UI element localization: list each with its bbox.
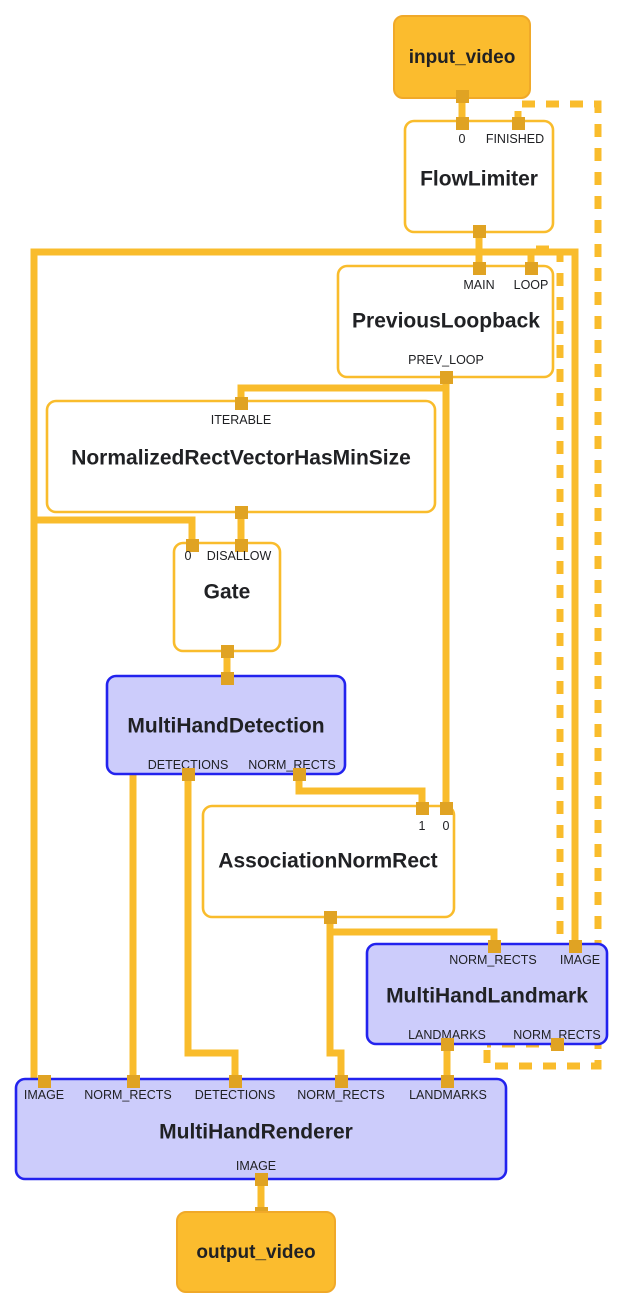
multihanddetection-output-port-detections[interactable]: [182, 768, 195, 781]
node-multihandlandmark[interactable]: NORM_RECTS IMAGE MultiHandLandmark LANDM…: [365, 940, 609, 1051]
multihandrenderer-output-port-image[interactable]: [255, 1173, 268, 1186]
multihanddetection-input-port[interactable]: [221, 672, 234, 685]
multihandlandmark-port-label-normrects-out: NORM_RECTS: [513, 1028, 601, 1042]
output-video-box[interactable]: [176, 1211, 336, 1293]
associationnormrect-output-port[interactable]: [324, 911, 337, 924]
edge-landmark-normrects-to-flowlimiter-finished: [483, 100, 602, 1070]
gate-output-port[interactable]: [221, 645, 234, 658]
flowlimiter-input-port-0[interactable]: [456, 117, 469, 130]
edge-assoc-out-to-renderer-normrects: [326, 920, 345, 1082]
previousloopback-input-port-main[interactable]: [473, 262, 486, 275]
edge-prevloopback-to-minsize-iterable: [237, 375, 450, 404]
multihandrenderer-input-port-landmarks[interactable]: [441, 1075, 454, 1088]
multihandrenderer-port-label-image: IMAGE: [24, 1088, 64, 1102]
multihandlandmark-port-label-image: IMAGE: [560, 953, 600, 967]
multihanddetection-output-port-normrects[interactable]: [293, 768, 306, 781]
gate-input-port-disallow[interactable]: [235, 539, 248, 552]
multihanddetection-port-label-normrects: NORM_RECTS: [248, 758, 336, 772]
output-video-label: output_video: [196, 1242, 315, 1263]
multihandrenderer-input-port-normrects-1[interactable]: [127, 1075, 140, 1088]
input-video-output-port[interactable]: [456, 90, 469, 103]
multihandrenderer-input-port-normrects-2[interactable]: [335, 1075, 348, 1088]
minsize-output-port[interactable]: [235, 506, 248, 519]
multihandlandmark-box[interactable]: [365, 942, 609, 1046]
multihandlandmark-output-port-landmarks[interactable]: [441, 1038, 454, 1051]
edge-detection-normrects-to-assoc-in1: [295, 772, 426, 809]
minsize-input-port-iterable[interactable]: [235, 397, 248, 410]
multihandrenderer-input-port-detections[interactable]: [229, 1075, 242, 1088]
previousloopback-port-label-loop: LOOP: [514, 278, 549, 292]
previousloopback-port-label-main: MAIN: [463, 278, 494, 292]
node-normalizedrectvectorhasminsize[interactable]: ITERABLE NormalizedRectVectorHasMinSize: [45, 397, 437, 519]
multihandlandmark-port-label-landmarks: LANDMARKS: [408, 1028, 486, 1042]
associationnormrect-input-port-0[interactable]: [440, 802, 453, 815]
associationnormrect-input-port-1[interactable]: [416, 802, 429, 815]
multihanddetection-port-label-detections: DETECTIONS: [148, 758, 229, 772]
flowlimiter-port-label-finished: FINISHED: [486, 132, 544, 146]
node-flowlimiter[interactable]: 0 FINISHED FlowLimiter: [403, 117, 555, 238]
flowlimiter-output-port[interactable]: [473, 225, 486, 238]
flowlimiter-port-label-0: 0: [459, 132, 466, 146]
minsize-label: NormalizedRectVectorHasMinSize: [71, 447, 411, 470]
node-output-video[interactable]: output_video: [176, 1207, 336, 1293]
multihandlandmark-output-port-normrects[interactable]: [551, 1038, 564, 1051]
multihandrenderer-port-label-landmarks: LANDMARKS: [409, 1088, 487, 1102]
multihanddetection-label: MultiHandDetection: [127, 715, 324, 738]
multihandrenderer-input-port-image[interactable]: [38, 1075, 51, 1088]
gate-port-label-0: 0: [185, 549, 192, 563]
associationnormrect-port-label-1: 1: [419, 819, 426, 833]
flowlimiter-label: FlowLimiter: [420, 168, 538, 191]
multihandrenderer-label: MultiHandRenderer: [159, 1121, 353, 1144]
edge-detections-to-renderer: [184, 772, 239, 1082]
node-multihandrenderer[interactable]: IMAGE NORM_RECTS DETECTIONS NORM_RECTS L…: [14, 1075, 508, 1186]
multihandlandmark-input-port-normrects[interactable]: [488, 940, 501, 953]
flowlimiter-input-port-finished[interactable]: [512, 117, 525, 130]
previousloopback-label: PreviousLoopback: [352, 310, 540, 333]
node-multihanddetection[interactable]: MultiHandDetection DETECTIONS NORM_RECTS: [105, 672, 347, 781]
node-input-video[interactable]: input_video: [393, 15, 531, 103]
multihandrenderer-port-label-normrects-1: NORM_RECTS: [84, 1088, 172, 1102]
multihandlandmark-input-port-image[interactable]: [569, 940, 582, 953]
associationnormrect-label: AssociationNormRect: [218, 850, 437, 873]
edge-flowlimiter-out-to-landmark-image: [479, 248, 579, 946]
multihandrenderer-port-label-detections: DETECTIONS: [195, 1088, 276, 1102]
gate-label: Gate: [204, 581, 251, 604]
input-video-label: input_video: [409, 47, 516, 68]
previousloopback-port-label-prevloop: PREV_LOOP: [408, 353, 484, 367]
multihandlandmark-label: MultiHandLandmark: [386, 985, 588, 1008]
previousloopback-output-port[interactable]: [440, 371, 453, 384]
node-previousloopback[interactable]: MAIN LOOP PreviousLoopback PREV_LOOP: [336, 262, 555, 384]
multihandrenderer-port-label-image-out: IMAGE: [236, 1159, 276, 1173]
gate-input-port-0[interactable]: [186, 539, 199, 552]
multihandrenderer-port-label-normrects-2: NORM_RECTS: [297, 1088, 385, 1102]
node-associationnormrect[interactable]: 1 0 AssociationNormRect: [201, 802, 456, 924]
node-gate[interactable]: 0 DISALLOW Gate: [172, 539, 282, 658]
minsize-port-label-iterable: ITERABLE: [211, 413, 271, 427]
multihandlandmark-port-label-normrects: NORM_RECTS: [449, 953, 537, 967]
gate-port-label-disallow: DISALLOW: [207, 549, 272, 563]
previousloopback-input-port-loop[interactable]: [525, 262, 538, 275]
edge-assoc-out-to-landmark-normrects: [326, 915, 498, 946]
edge-trunk-to-gate-in0: [34, 516, 196, 546]
associationnormrect-port-label-0: 0: [443, 819, 450, 833]
edges-layer: [30, 96, 602, 1214]
